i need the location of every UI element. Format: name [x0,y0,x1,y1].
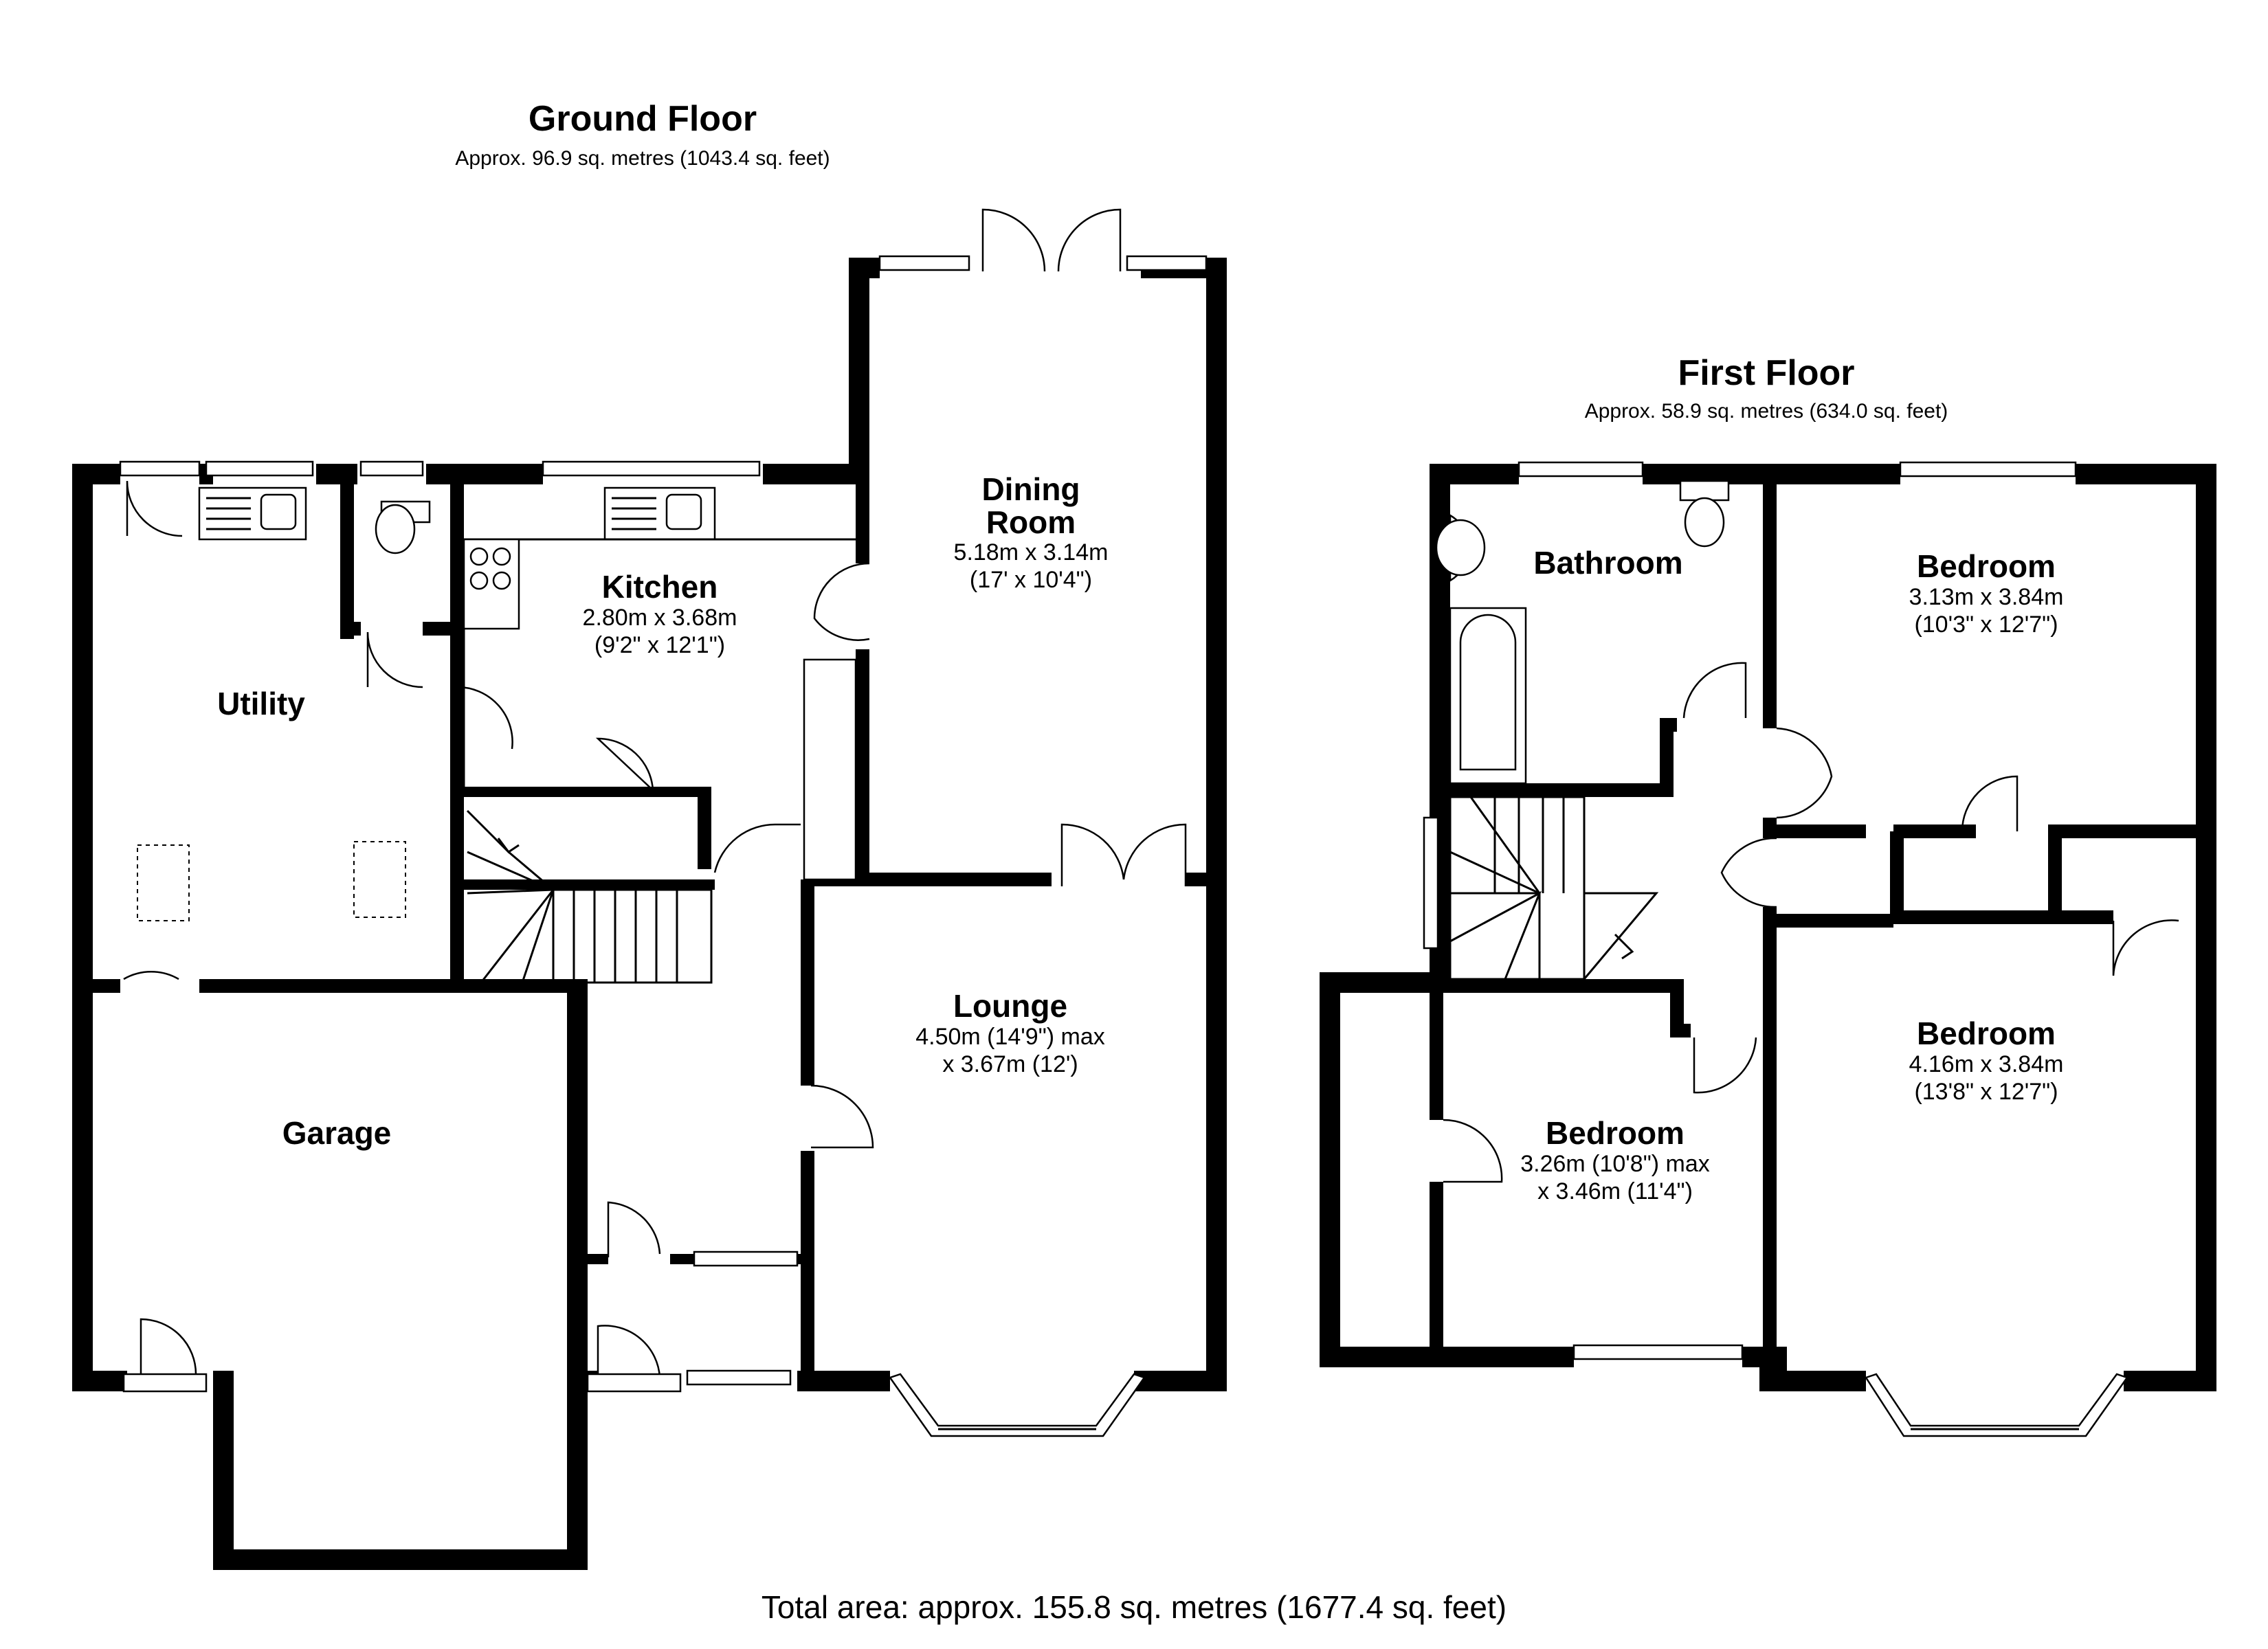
ground-floor-walls [72,258,1227,1570]
first-floor-windows [1423,461,2077,1360]
garage-label: Garage [282,1115,392,1151]
utility-label: Utility [217,686,305,721]
bedroom-2-dim-metric: 4.16m x 3.84m [1909,1051,2064,1077]
kitchen-dim-imperial: (9'2" x 12'1") [594,632,725,658]
ground-floor-plan: Ground Floor Approx. 96.9 sq. metres (10… [72,99,1227,1570]
ground-floor-area: Approx. 96.9 sq. metres (1043.4 sq. feet… [455,147,830,170]
bathroom-label: Bathroom [1533,545,1682,581]
ground-floor-fittings [137,486,857,921]
first-floor-internal-walls [1430,474,2206,1378]
ground-floor-windows [119,255,1208,1386]
bedroom-3-dim-metric: 3.26m (10'8") max [1520,1151,1710,1177]
dining-room-label-line2: Room [986,504,1076,540]
ground-floor-internal-walls [72,474,1213,1384]
kitchen-label: Kitchen [602,569,718,605]
dining-room-dim-imperial: (17' x 10'4") [970,567,1092,593]
first-floor-area: Approx. 58.9 sq. metres (634.0 sq. feet) [1585,400,1948,423]
first-floor-title: First Floor [1678,353,1854,393]
first-floor-plan: First Floor Approx. 58.9 sq. metres (634… [1320,353,2216,1437]
lounge-label: Lounge [953,988,1067,1024]
ground-floor-doors [122,208,1187,1393]
bedroom-1-dim-metric: 3.13m x 3.84m [1909,584,2064,610]
lounge-dim-imperial: x 3.67m (12') [942,1051,1078,1077]
ground-floor-title: Ground Floor [529,99,757,139]
lounge-dim-metric: 4.50m (14'9") max [915,1024,1105,1050]
first-floor-bathroom-fittings [1435,480,1730,785]
bedroom-1-dim-imperial: (10'3" x 12'7") [1914,612,2058,638]
bedroom-2-dim-imperial: (13'8" x 12'7") [1914,1079,2058,1105]
first-floor-doors [1443,662,2179,1183]
dining-room-label-line1: Dining [981,471,1080,507]
bedroom-3-dim-imperial: x 3.46m (11'4") [1537,1178,1693,1204]
ground-floor-stairs [466,809,713,984]
ground-floor-bay-window [889,1373,1146,1437]
first-floor-stairs [1449,796,1659,980]
kitchen-dim-metric: 2.80m x 3.68m [583,605,737,631]
dining-room-dim-metric: 5.18m x 3.14m [954,539,1109,565]
total-area: Total area: approx. 155.8 sq. metres (16… [761,1589,1507,1625]
bedroom-2-label: Bedroom [1917,1016,2056,1051]
bedroom-1-label: Bedroom [1917,548,2056,584]
bedroom-3-label: Bedroom [1546,1115,1685,1151]
first-floor-bay-window [1865,1373,2128,1437]
